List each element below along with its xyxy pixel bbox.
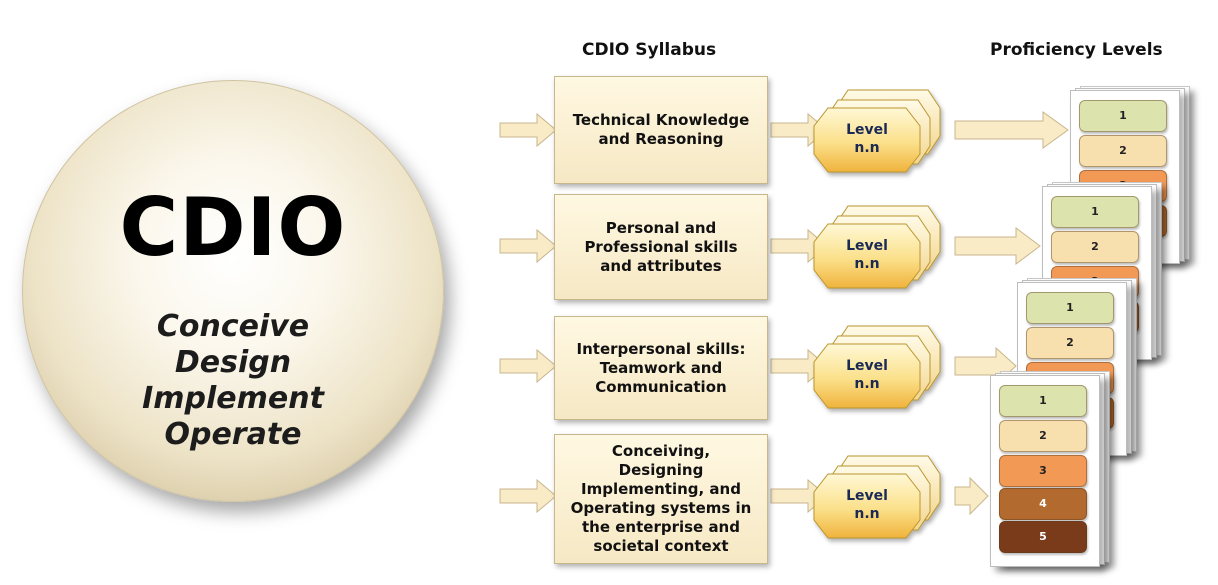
level-1-pill: 1 bbox=[1079, 100, 1167, 132]
level-5-pill: 5 bbox=[999, 521, 1087, 553]
syllabus-box-personal: Personal and Professional skills and att… bbox=[554, 194, 768, 300]
level-card-row-3: 1 2 3 4 bbox=[1017, 278, 1137, 456]
cdio-circle: CDIO Conceive Design Implement Operate bbox=[22, 80, 444, 502]
subtitle-operate: Operate bbox=[164, 417, 302, 452]
hexagon-stack-row-2 bbox=[813, 205, 941, 289]
level-4-pill: 4 bbox=[999, 488, 1087, 520]
hexagon-stack-row-1 bbox=[813, 89, 941, 173]
arrow-in-row-3 bbox=[499, 348, 557, 384]
level-label-row-2: Level bbox=[846, 238, 888, 254]
arrow-out-row-1 bbox=[954, 111, 1069, 149]
subtitle-implement: Implement bbox=[142, 381, 324, 416]
syllabus-box-interpersonal: Interpersonal skills: Teamwork and Commu… bbox=[554, 316, 768, 420]
arrow-out-row-2 bbox=[954, 227, 1041, 265]
level-label-row-3: Level bbox=[846, 358, 888, 374]
level-label-row-4: Level bbox=[846, 488, 888, 504]
level-label-row-1: Level bbox=[846, 122, 888, 138]
hexagon-stack-row-3 bbox=[813, 325, 941, 409]
arrow-in-row-2 bbox=[499, 228, 557, 264]
subtitle-conceive: Conceive bbox=[156, 309, 310, 344]
level-1-pill: 1 bbox=[999, 385, 1087, 417]
syllabus-box-technical: Technical Knowledge and Reasoning bbox=[554, 76, 768, 184]
level-value-row-3: n.n bbox=[854, 376, 879, 392]
level-3-pill: 3 bbox=[999, 455, 1087, 487]
level-2-pill: 2 bbox=[1026, 327, 1114, 359]
arrow-out-row-4 bbox=[954, 476, 989, 516]
header-proficiency: Proficiency Levels bbox=[990, 40, 1163, 60]
hexagon-stack-row-4 bbox=[813, 455, 941, 539]
level-value-row-4: n.n bbox=[854, 506, 879, 522]
level-1-pill: 1 bbox=[1051, 196, 1139, 228]
level-2-pill: 2 bbox=[1051, 231, 1139, 263]
circle-title: CDIO bbox=[119, 181, 347, 274]
subtitle-design: Design bbox=[174, 345, 292, 380]
level-value-row-1: n.n bbox=[854, 140, 879, 156]
arrow-in-row-4 bbox=[499, 478, 557, 514]
circle-subtitle: Conceive Design Implement Operate bbox=[23, 309, 443, 453]
header-syllabus: CDIO Syllabus bbox=[582, 40, 717, 60]
level-2-pill: 2 bbox=[1079, 135, 1167, 167]
level-2-pill: 2 bbox=[999, 420, 1087, 452]
arrow-in-row-1 bbox=[499, 112, 557, 148]
syllabus-box-cdio-systems: Conceiving, Designing Implementing, and … bbox=[554, 434, 768, 564]
level-value-row-2: n.n bbox=[854, 256, 879, 272]
level-card-row-4: 1 2 3 4 5 bbox=[990, 371, 1110, 567]
level-1-pill: 1 bbox=[1026, 292, 1114, 324]
